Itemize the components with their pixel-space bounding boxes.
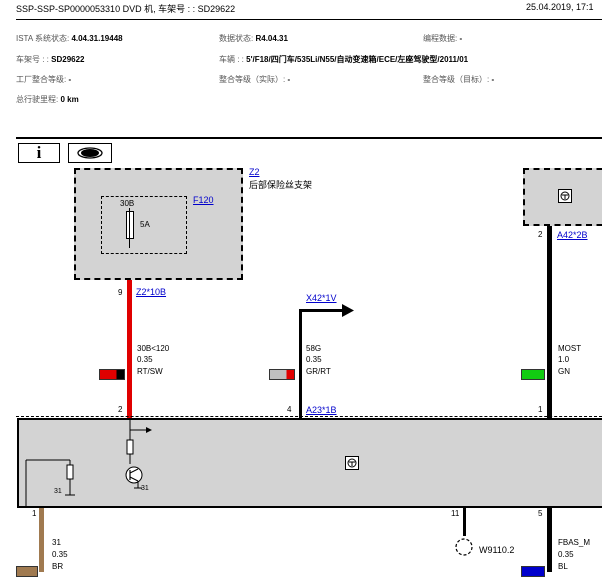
eye-icon — [77, 147, 103, 159]
wire-fbas[interactable] — [547, 508, 552, 572]
wire-30b[interactable] — [127, 280, 132, 418]
document-title: SSP-SSP-SP0000053310 DVD 机, 车架号 : : SD29… — [16, 4, 236, 14]
wire-w9110[interactable] — [463, 508, 466, 536]
splice-label: W9110.2 — [479, 545, 515, 555]
pin-a23-1: 1 — [538, 405, 543, 414]
programming-data: 编程数据: - — [423, 34, 463, 43]
pin-11: 11 — [451, 509, 460, 518]
wire3-color-swatch — [521, 369, 545, 380]
header-divider — [16, 19, 602, 20]
integration-level-target: 整合等级（目标）: - — [423, 75, 495, 84]
wire3-color: GN — [558, 367, 570, 376]
pin-a23-2: 2 — [118, 405, 123, 414]
control-unit-icon — [345, 456, 359, 470]
wire4-size: 0.35 — [52, 550, 68, 559]
data-status: 数据状态: R4.04.31 — [219, 34, 288, 43]
print-date: 25.04.2019, 17:1 — [526, 2, 594, 12]
factory-integration-level: 工厂整合等级: - — [16, 75, 72, 84]
view-button[interactable] — [68, 143, 112, 163]
fuse-lead — [129, 208, 130, 248]
pin-a23-4: 4 — [287, 405, 292, 414]
pin-bottom-left: 1 — [32, 509, 37, 518]
connector-a42-link[interactable]: A42*2B — [557, 230, 588, 240]
wire1-color-swatch — [99, 369, 125, 380]
wire-58g-arrow-stem — [299, 309, 345, 312]
fuse-f120-box[interactable] — [101, 196, 187, 254]
wire1-name: 30B<120 — [137, 344, 170, 353]
wire1-size: 0.35 — [137, 355, 153, 364]
info-button[interactable]: i — [18, 143, 60, 163]
pin-5: 5 — [538, 509, 543, 518]
wire2-color-swatch — [269, 369, 295, 380]
fuse-carrier-link[interactable]: Z2 — [249, 167, 260, 177]
wire2-name: 58G — [306, 344, 322, 353]
wire-58g[interactable] — [299, 311, 302, 418]
connector-x42-link[interactable]: X42*1V — [306, 293, 337, 303]
connector-z2-link[interactable]: Z2*10B — [136, 287, 167, 297]
wire-31[interactable] — [39, 508, 44, 572]
fuse-icon — [126, 211, 134, 239]
splice-icon — [455, 538, 473, 556]
vin: 车架号 : : SD29622 — [16, 55, 85, 64]
control-unit-icon — [558, 189, 572, 203]
component-top-dash — [16, 416, 602, 417]
ista-status: ISTA 系统状态: 4.04.31.19448 — [16, 34, 123, 43]
wire4-name: 31 — [52, 538, 61, 547]
wire1-color: RT/SW — [137, 367, 163, 376]
ground-label: 31 — [54, 488, 62, 495]
wire2-color: GR/RT — [306, 367, 331, 376]
integration-level-actual: 整合等级（实际）: - — [219, 75, 291, 84]
fuse-terminal: 30B — [120, 199, 135, 208]
wire-most[interactable] — [547, 226, 552, 418]
ground-label-2: 31 — [141, 485, 149, 492]
total-mileage: 总行驶里程: 0 km — [16, 95, 79, 104]
wire3-name: MOST — [558, 344, 582, 353]
pin-a42: 2 — [538, 230, 543, 239]
wire5-color: BL — [558, 562, 568, 571]
connector-a23-link[interactable]: A23*1B — [306, 405, 337, 415]
wire2-size: 0.35 — [306, 355, 322, 364]
fuse-rating: 5A — [140, 220, 150, 229]
component-a23-dvd[interactable] — [17, 418, 602, 508]
wire5-name: FBAS_M — [558, 538, 591, 547]
diagram-divider — [16, 137, 602, 139]
wire4-color: BR — [52, 562, 64, 571]
fuse-link[interactable]: F120 — [193, 195, 214, 205]
internal-circuit — [25, 420, 152, 506]
arrow-right-icon — [342, 304, 354, 317]
wire3-size: 1.0 — [558, 355, 570, 364]
pin-z2: 9 — [118, 288, 123, 297]
vehicle: 车辆 : : 5'/F18/四门车/535Li/N55/自动变速箱/ECE/左座… — [219, 55, 469, 64]
fuse-carrier-name: 后部保险丝支架 — [249, 180, 313, 190]
wire5-size: 0.35 — [558, 550, 574, 559]
